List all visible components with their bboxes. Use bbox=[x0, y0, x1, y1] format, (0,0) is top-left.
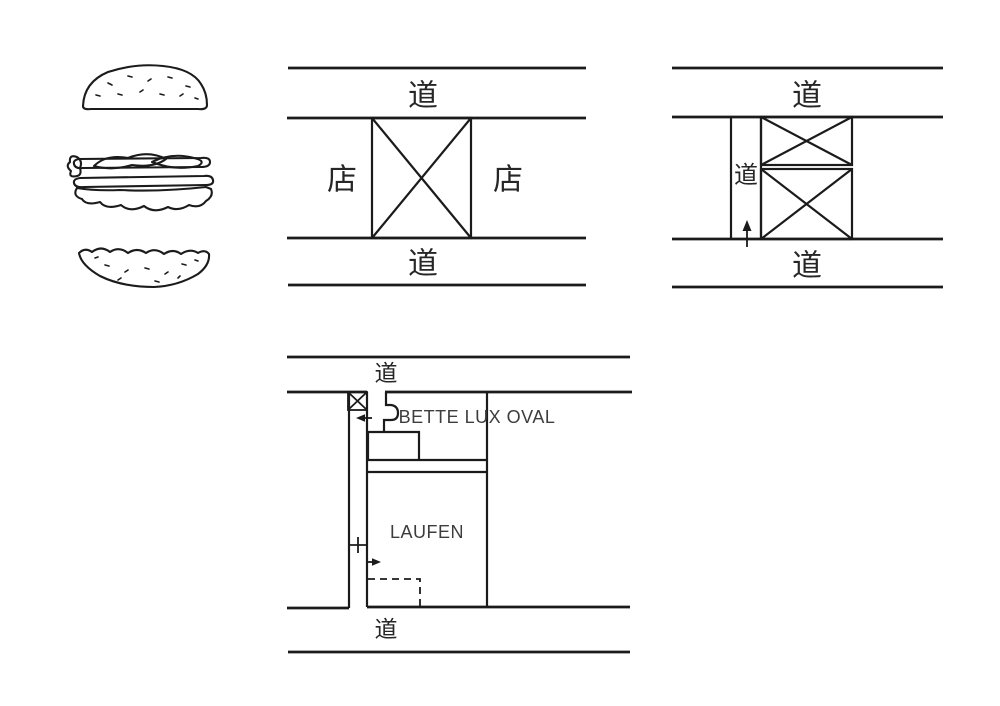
crossed-box-lower bbox=[759, 167, 854, 241]
washbasin-label: LAUFEN bbox=[390, 522, 464, 542]
road-label-top: 道 bbox=[408, 79, 438, 114]
entry-arrow-up bbox=[742, 220, 752, 247]
door-fixture bbox=[382, 392, 400, 432]
road-label-side: 道 bbox=[734, 161, 758, 189]
shaft-crossed-box bbox=[347, 391, 368, 411]
crossed-box-upper bbox=[759, 115, 854, 167]
entry-arrow-right bbox=[366, 558, 381, 566]
plan-diagram-shops: 道 店 店 道 bbox=[280, 55, 600, 300]
plan-diagram-shops-svg: 道 店 店 道 bbox=[287, 66, 586, 287]
road-label-top: 道 bbox=[375, 361, 398, 387]
fixture-counter bbox=[366, 430, 421, 460]
hidden-edge-dashed bbox=[368, 578, 421, 607]
burger-bottom-bun bbox=[77, 247, 211, 289]
crossed-box bbox=[370, 116, 473, 240]
plan-diagram-corridor-svg: 道 道 道 bbox=[672, 66, 943, 289]
entry-arrow-left bbox=[356, 414, 372, 422]
bun-speckles-top bbox=[95, 75, 199, 100]
plan-diagram-corridor: 道 道 道 bbox=[660, 55, 960, 300]
road-label-top: 道 bbox=[792, 79, 822, 114]
plan-diagram-bathroom: 道 BETTE LUX OVAL LAUFEN 道 bbox=[280, 345, 640, 660]
corridor-walls bbox=[347, 392, 369, 608]
plan-diagram-bathroom-svg: 道 BETTE LUX OVAL LAUFEN 道 bbox=[287, 355, 632, 654]
burger-filling bbox=[66, 153, 215, 212]
road-label-bottom: 道 bbox=[792, 249, 822, 284]
hamburger-figure bbox=[60, 50, 260, 300]
bathtub-label: BETTE LUX OVAL bbox=[399, 407, 556, 427]
hamburger-icon bbox=[66, 64, 215, 289]
burger-top-bun bbox=[81, 64, 209, 111]
shop-label-left: 店 bbox=[327, 163, 357, 198]
road-label-bottom: 道 bbox=[408, 247, 438, 282]
bun-speckles-bottom bbox=[94, 256, 199, 283]
threshold-mark bbox=[349, 537, 367, 553]
tub-edge-band bbox=[367, 458, 487, 474]
shop-label-right: 店 bbox=[493, 163, 523, 198]
road-label-bottom: 道 bbox=[375, 617, 398, 643]
